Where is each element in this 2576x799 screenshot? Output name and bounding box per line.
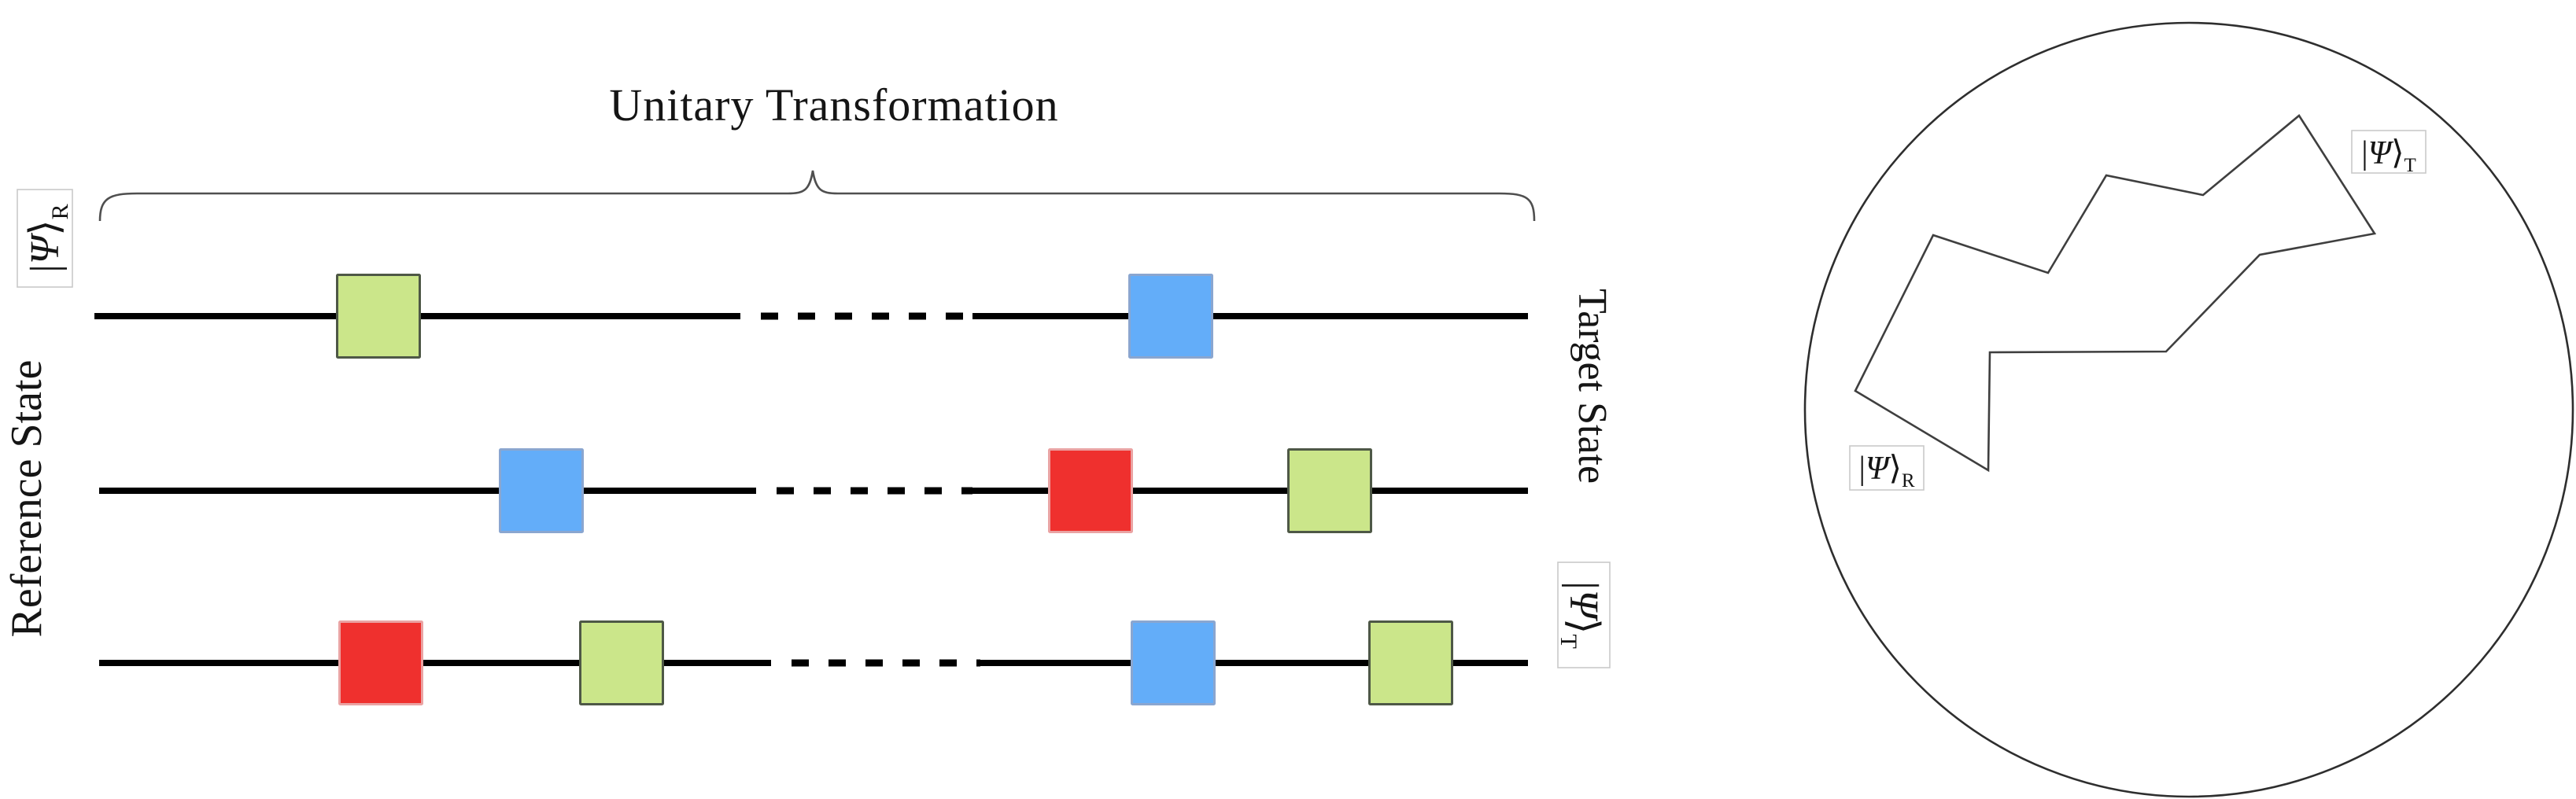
gate-red: [338, 620, 423, 705]
reference-ket-box: [17, 189, 73, 288]
reference-ket-label: |Ψ⟩R: [17, 189, 73, 288]
target-ket-text: |Ψ⟩T: [1556, 581, 1606, 649]
sphere-reference-ket-label: |Ψ⟩R: [1849, 445, 1925, 492]
unitary-transformation-title: Unitary Transformation: [609, 79, 1058, 131]
circuit-gates: [336, 274, 1453, 705]
gate-green: [1287, 448, 1372, 533]
reference-ket-text: |Ψ⟩R: [23, 204, 73, 272]
gate-green: [336, 274, 421, 359]
sphere-reference-ket-text: |Ψ⟩R: [1858, 451, 1914, 492]
sphere-outline: [1803, 21, 2574, 798]
gate-red: [1048, 448, 1133, 533]
state-space-sphere: |Ψ⟩R |Ψ⟩T: [1803, 21, 2574, 798]
sphere-target-ket-box: [2351, 130, 2427, 174]
target-ket-label: |Ψ⟩T: [1556, 562, 1611, 668]
reference-state-label: Reference State: [2, 360, 51, 638]
sphere-target-ket-label: |Ψ⟩T: [2351, 130, 2427, 176]
gate-blue: [499, 448, 584, 533]
gate-green: [579, 620, 664, 705]
gate-blue: [1131, 620, 1216, 705]
sphere-target-ket-text: |Ψ⟩T: [2361, 135, 2416, 176]
gate-green: [1368, 620, 1453, 705]
gate-blue: [1128, 274, 1213, 359]
target-state-label: Target State: [1570, 289, 1615, 484]
sphere-reference-ket-box: [1849, 445, 1925, 491]
unitary-brace: [98, 170, 1536, 222]
state-evolution-path: [1854, 114, 2377, 473]
target-ket-box: [1557, 562, 1611, 668]
